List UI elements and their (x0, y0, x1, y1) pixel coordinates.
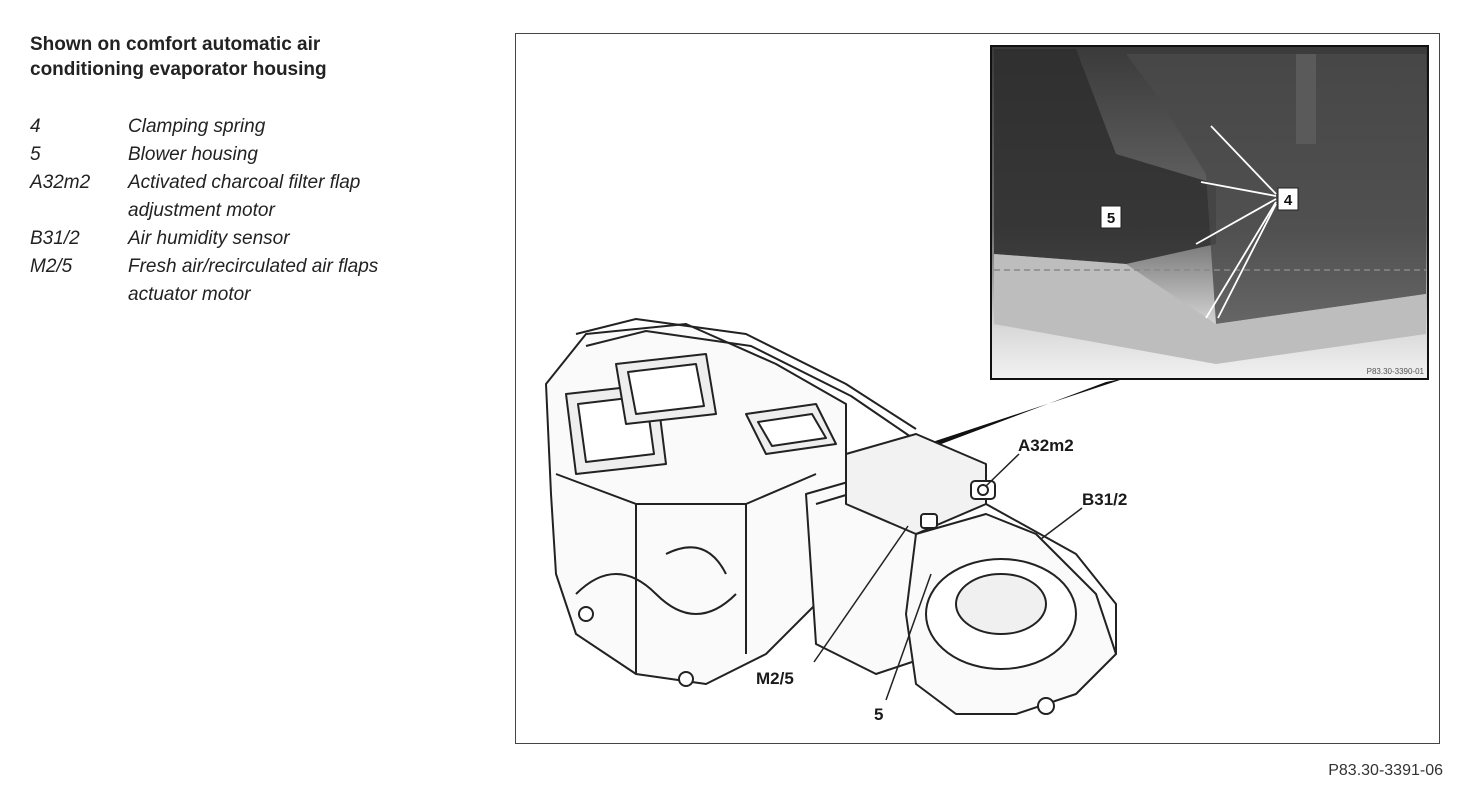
legend-item: B31/2 Air humidity sensor (30, 225, 470, 253)
legend-key: M2/5 (30, 256, 73, 277)
legend-description: Blower housing (128, 141, 470, 169)
legend-text: Clamping spring (128, 116, 266, 137)
component-legend: 4 Clamping spring 5 Blower housing A32m2… (30, 113, 470, 309)
legend-description: Clamping spring (128, 113, 470, 141)
legend-item: 4 Clamping spring (30, 113, 470, 141)
callout-m2-5: M2/5 (756, 669, 794, 688)
callout-b31-2: B31/2 (1082, 490, 1127, 509)
page-title: Shown on comfort automatic air condition… (30, 32, 450, 82)
legend-item: 5 Blower housing (30, 141, 470, 169)
legend-key: B31/2 (30, 228, 80, 249)
legend-key: 4 (30, 116, 41, 137)
legend-text: Activated charcoal filter flap (128, 172, 361, 193)
inset-reference: P83.30-3390-01 (1367, 367, 1425, 376)
callout-blower-housing: 5 (874, 705, 883, 724)
evaporator-housing-illustration: A32m2 B31/2 M2/5 5 4 5 P83.30-3390-01 (545, 45, 1429, 724)
title-line-2: conditioning evaporator housing (30, 59, 327, 80)
detail-inset: 4 5 P83.30-3390-01 (990, 45, 1429, 380)
housing-drawing (545, 318, 1117, 715)
figure-reference: P83.30-3391-06 (1328, 762, 1443, 779)
legend-text: Fresh air/recirculated air flaps (128, 256, 379, 277)
legend-text: adjustment motor (128, 200, 275, 221)
legend-description: Air humidity sensor (128, 225, 470, 253)
legend-text: actuator motor (128, 284, 251, 305)
legend-key: 5 (30, 144, 41, 165)
inset-callout-clamping-spring: 4 (1284, 192, 1293, 209)
legend-item: M2/5 Fresh air/recirculated air flaps ac… (30, 253, 470, 309)
legend-text: Air humidity sensor (128, 228, 290, 249)
legend-item: A32m2 Activated charcoal filter flap adj… (30, 169, 470, 225)
legend-description: Fresh air/recirculated air flaps actuato… (128, 253, 470, 309)
title-line-1: Shown on comfort automatic air (30, 34, 321, 55)
inset-pointer (896, 378, 1126, 458)
legend-text: Blower housing (128, 144, 258, 165)
legend-description: Activated charcoal filter flap adjustmen… (128, 169, 470, 225)
callout-a32m2: A32m2 (1018, 436, 1074, 455)
callout-leaders (813, 453, 1083, 701)
inset-callout-blower-housing: 5 (1107, 210, 1115, 227)
legend-key: A32m2 (30, 172, 91, 193)
figure-frame: A32m2 B31/2 M2/5 5 4 5 P83.30-3390-01 (515, 33, 1440, 744)
